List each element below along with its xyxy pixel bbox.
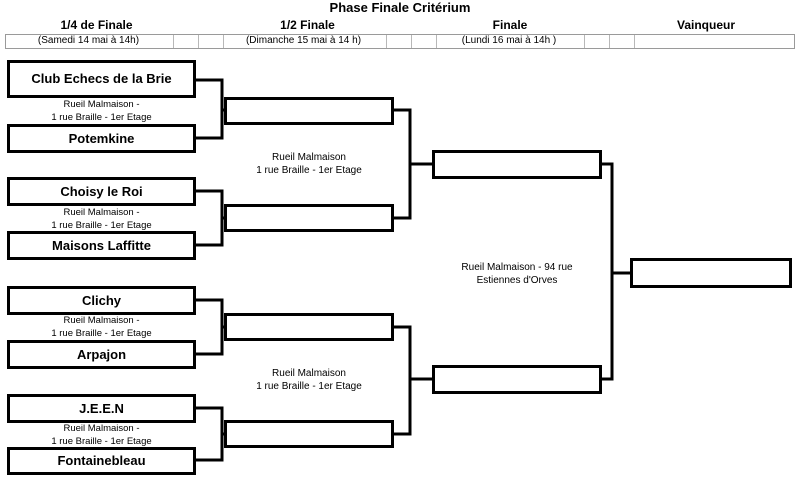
round-header-quarter: 1/4 de Finale	[60, 18, 133, 32]
round-header-semi: 1/2 Finale	[280, 18, 335, 32]
connector-qf1	[196, 78, 226, 140]
final-slot	[432, 150, 602, 179]
match-venue: Rueil Malmaison -1 rue Braille - 1er Eta…	[51, 207, 152, 231]
team-box: J.E.E.N	[7, 394, 196, 423]
connector-sf-top	[394, 108, 434, 220]
team-box: Potemkine	[7, 124, 196, 153]
team-box: Choisy le Roi	[7, 177, 196, 206]
date-row	[5, 34, 795, 49]
round-header-winner: Vainqueur	[676, 18, 735, 32]
connector-sf-bottom	[394, 325, 434, 436]
connector-qf4	[196, 406, 226, 462]
team-box: Maisons Laffitte	[7, 231, 196, 260]
page-title: Phase Finale Critérium	[329, 0, 471, 15]
final-slot	[432, 365, 602, 394]
team-box: Clichy	[7, 286, 196, 315]
round-header-final: Finale	[492, 18, 528, 32]
semi-final-slot	[224, 313, 394, 341]
semi-final-slot	[224, 204, 394, 232]
semi-final-slot	[224, 97, 394, 125]
date-semi: (Dimanche 15 mai à 14 h)	[245, 35, 362, 46]
match-venue: Rueil Malmaison -1 rue Braille - 1er Eta…	[51, 99, 152, 123]
team-box: Fontainebleau	[7, 447, 196, 475]
match-venue: Rueil Malmaison -1 rue Braille - 1er Eta…	[51, 315, 152, 339]
date-final: (Lundi 16 mai à 14h )	[461, 35, 557, 46]
match-venue: Rueil Malmaison -1 rue Braille - 1er Eta…	[51, 423, 152, 447]
connector-qf2	[196, 189, 226, 247]
winner-slot	[630, 258, 792, 288]
connector-qf3	[196, 298, 226, 356]
connector-final	[602, 162, 632, 381]
team-box: Arpajon	[7, 340, 196, 369]
team-box: Club Echecs de la Brie	[7, 60, 196, 98]
semi-final-slot	[224, 420, 394, 448]
date-quarter: (Samedi 14 mai à 14h)	[37, 35, 140, 46]
